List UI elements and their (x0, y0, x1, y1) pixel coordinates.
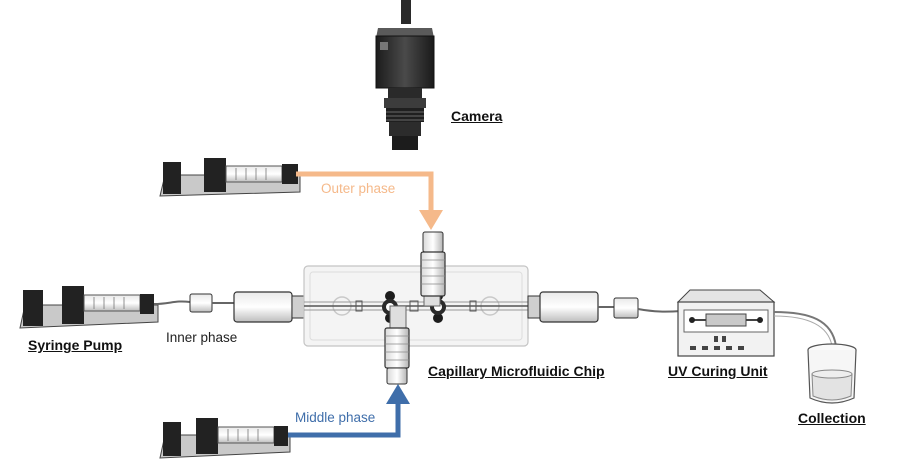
camera-icon (375, 0, 435, 150)
middle-phase-arrow (288, 384, 410, 438)
uv-unit-label: UV Curing Unit (668, 363, 768, 379)
syringe-pump-label: Syringe Pump (28, 337, 123, 353)
middle-phase-label: Middle phase (295, 410, 376, 425)
chip-label: Capillary Microfluidic Chip (428, 363, 605, 379)
outer-inlet-fitting (420, 231, 446, 297)
collection-label: Collection (798, 410, 866, 426)
microfluidic-chip-icon (303, 265, 529, 347)
uv-curing-unit-icon (676, 289, 837, 357)
camera-label: Camera (451, 108, 503, 124)
collection-beaker-icon (807, 343, 857, 404)
outer-phase-arrow (296, 171, 443, 230)
syringe-pump-icon (159, 158, 301, 197)
syringe-pump-icon (159, 418, 291, 459)
inner-phase-tubing (153, 291, 305, 323)
outer-phase-label: Outer phase (321, 181, 396, 196)
inner-phase-label: Inner phase (166, 330, 238, 345)
outlet-tubing (527, 291, 683, 323)
middle-inlet-fitting (384, 327, 410, 385)
syringe-pump-icon (19, 286, 159, 329)
